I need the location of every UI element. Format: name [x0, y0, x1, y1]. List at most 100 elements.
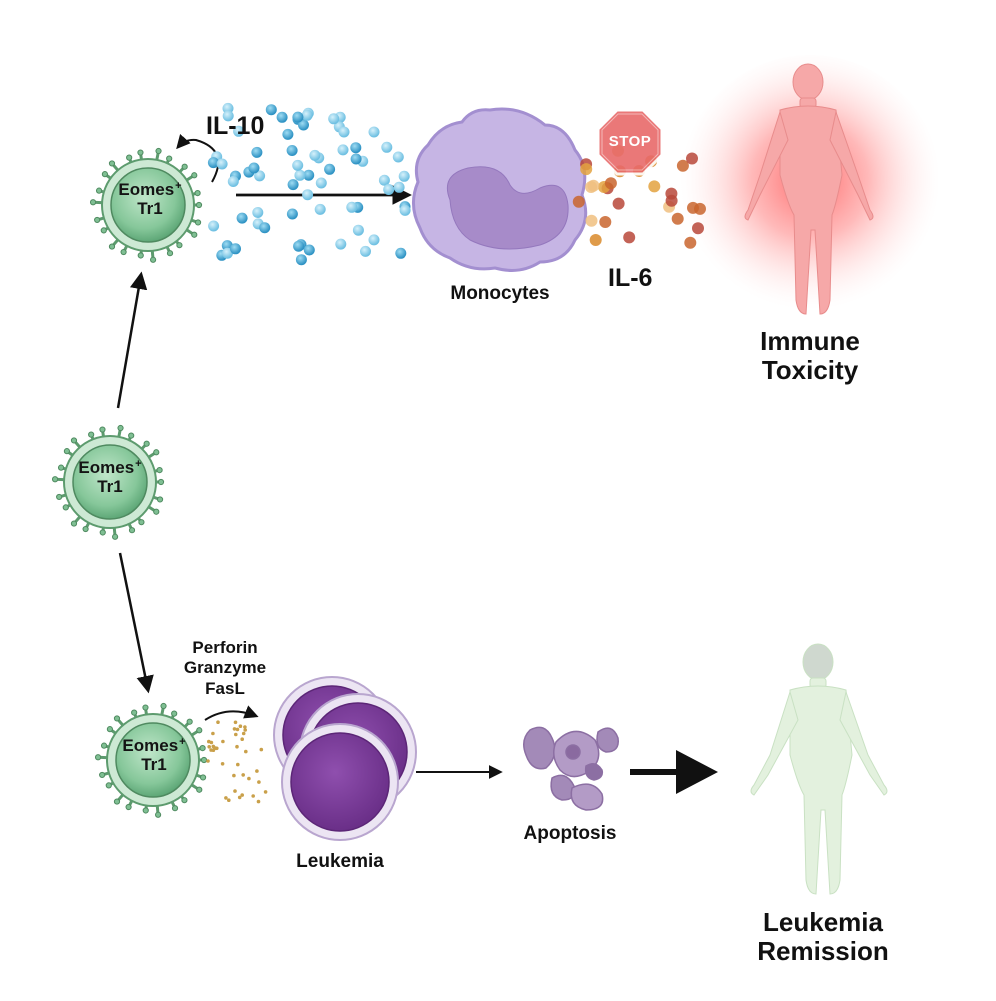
villus-tip [120, 248, 127, 256]
granule-dot [211, 731, 215, 736]
il6-particle [580, 163, 593, 176]
villus-tip [154, 811, 162, 818]
villus-tip [70, 437, 78, 444]
il10-particle [392, 151, 404, 163]
cell-nucleus [72, 444, 148, 520]
villus-tip [57, 464, 65, 471]
villus-tip [171, 805, 179, 812]
villus-tip [128, 527, 136, 534]
villus-tip [126, 154, 133, 161]
villus-tip [194, 219, 202, 226]
il10-particle [398, 170, 410, 182]
monocyte-cell [412, 107, 588, 272]
il10-particle [352, 224, 364, 236]
il10-particle [303, 169, 315, 181]
immune-toxicity-line1: Immune [760, 326, 860, 356]
granule-dot [243, 728, 247, 732]
leukemia-label: Leukemia [296, 851, 384, 872]
granule-dot [243, 725, 247, 729]
villus-tip [99, 529, 106, 536]
villus-tip [94, 216, 101, 224]
granule-dot [247, 776, 251, 781]
il10-particle [230, 243, 241, 255]
il10-particle [286, 208, 298, 220]
stop-sign-icon [596, 108, 664, 176]
villus-tip [100, 227, 107, 234]
il10-particles [207, 102, 411, 266]
villus-tip [181, 797, 188, 804]
villus-tip [100, 742, 108, 749]
granule-dot [232, 727, 237, 731]
villus-tip [108, 243, 116, 250]
granule-dot [238, 724, 243, 728]
il10-particle [254, 170, 266, 182]
villus-tip [196, 786, 203, 793]
villus-tip [108, 160, 116, 167]
villus-tip [196, 727, 203, 734]
il10-particle [383, 184, 395, 195]
il6-particle [676, 159, 689, 172]
villus-tip [195, 201, 203, 209]
villus-tip [63, 448, 71, 455]
villus-tip [143, 440, 150, 447]
tr1-cell-bottom [94, 702, 208, 818]
cell-sup-text: + [135, 458, 142, 470]
il10-particle [378, 174, 390, 186]
monocytes-label: Monocytes [450, 283, 550, 304]
il10-particle [286, 145, 298, 156]
arrow-to-top-cell [116, 271, 148, 409]
il10-particle [208, 220, 220, 232]
il6-particle [599, 216, 612, 228]
villus-tip [137, 252, 144, 259]
villus-tip [156, 496, 164, 503]
il10-particle [368, 126, 380, 138]
il10-particle [222, 110, 234, 122]
cell-name-text: Eomes [118, 180, 175, 199]
villus-tip [125, 803, 132, 811]
villus-tip [111, 533, 119, 540]
tr1-cells [51, 147, 208, 818]
villus-tip [176, 242, 183, 249]
il6-particle [612, 197, 625, 210]
il10-label: IL-10 [206, 112, 265, 140]
il6-particle [692, 222, 704, 235]
villus-tip [157, 478, 165, 486]
il10-particle [350, 153, 362, 165]
il6-particle [587, 179, 600, 192]
il10-particle [227, 176, 239, 187]
human-figure-green-icon [750, 643, 888, 895]
il10-particle [252, 207, 264, 218]
arrow-to-bottom-cell [118, 552, 154, 694]
il6-particle [572, 195, 585, 208]
fasl-text: FasL [205, 678, 245, 698]
il10-particle [338, 126, 350, 138]
il10-particle [350, 142, 362, 154]
granule-dot [206, 759, 210, 763]
il10-particle [303, 244, 315, 256]
leukemia-remission-label: Leukemia Remission [728, 908, 918, 965]
granule-dot [236, 762, 240, 767]
tr1-cell-label-middle: Eomes+ Tr1 [60, 458, 160, 496]
il10-particle [248, 162, 260, 174]
granule-dot [224, 796, 228, 800]
tr1-cell-label-top: Eomes+ Tr1 [100, 180, 200, 218]
granule-dot [257, 780, 261, 784]
villus-tip [166, 155, 173, 162]
leukemia-remission-line2: Remission [757, 935, 889, 966]
villus-tip [56, 493, 63, 501]
arrows [116, 133, 718, 794]
cell-name-text: Eomes [122, 736, 179, 755]
il6-particle [684, 236, 697, 249]
cell-type-text: Tr1 [97, 477, 123, 497]
granule-dot [240, 737, 244, 741]
perforin-text: Perforin [192, 638, 258, 657]
il10-particle [381, 141, 393, 153]
tr1-cell-middle [51, 424, 165, 540]
cytotoxic-granules [206, 720, 268, 804]
granule-dot [213, 746, 217, 751]
apoptosis-label: Apoptosis [523, 823, 617, 844]
arrow-cytotoxic [204, 705, 259, 721]
villus-tip [181, 163, 188, 170]
granule-dot [259, 747, 264, 752]
villus-tip [113, 715, 121, 722]
